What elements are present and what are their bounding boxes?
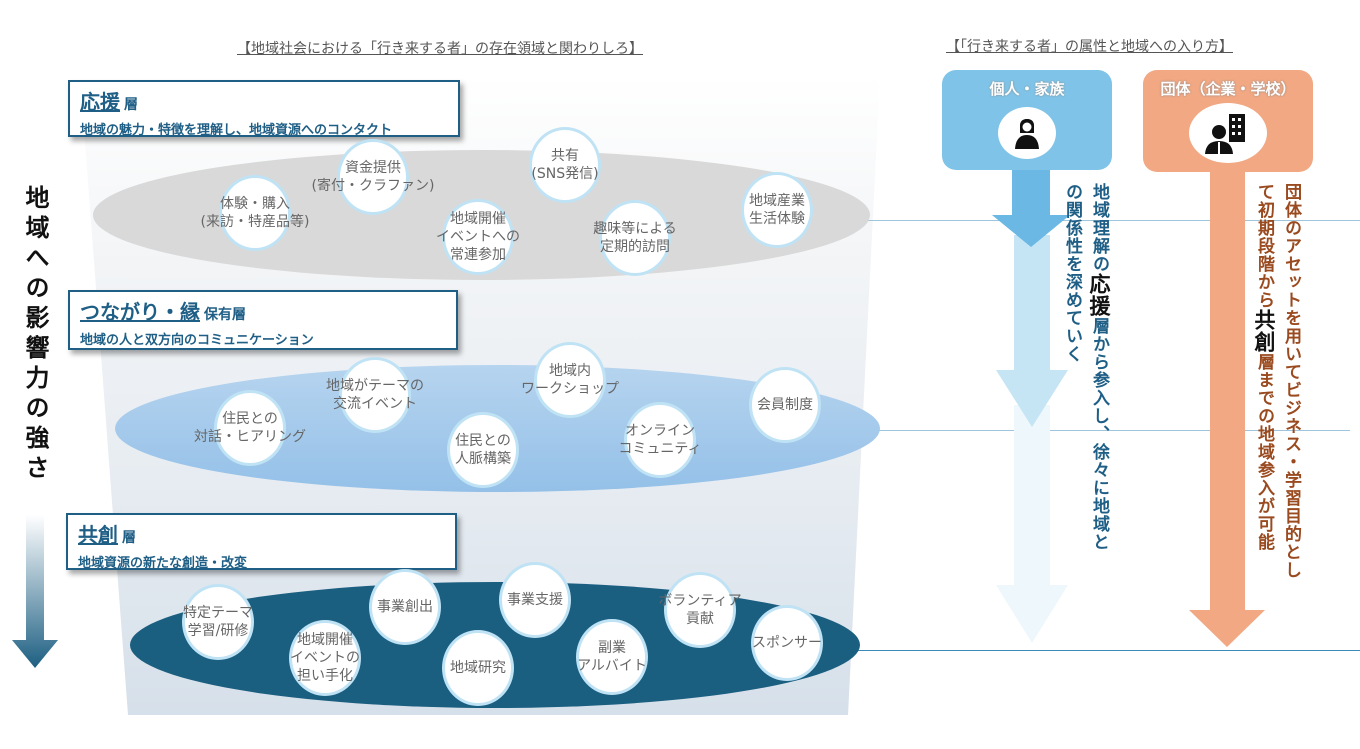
activity-label: 体験・購入 (来訪・特産品等) [200, 195, 310, 230]
activity-label: 住民との 対話・ヒアリング [194, 410, 306, 445]
activity-circle: 特定テーマ 学習/研修 [182, 584, 254, 660]
layer-label-cocreation: 共創層 地域資源の新たな創造・改変 [66, 513, 457, 571]
activity-label: 地域開催 イベントへの 常連参加 [436, 210, 520, 264]
activity-label: 地域開催 イベントの 担い手化 [290, 631, 360, 685]
layer-label-connection: つながり・縁保有層 地域の人と双方向のコミュニケーション [68, 290, 458, 350]
activity-label: 資金提供 (寄付・クラファン) [311, 159, 435, 194]
activity-circle: 地域内 ワークショップ [521, 342, 619, 418]
activity-circle: 事業創出 [369, 569, 441, 645]
right-title: 【「行き来する者」の属性と地域への入り方】 [946, 39, 1233, 55]
activity-label: 特定テーマ 学習/研修 [183, 604, 253, 639]
activity-circle: 住民との 対話・ヒアリング [194, 390, 306, 466]
activity-circle: 地域産業 生活体験 [741, 172, 813, 248]
activity-label: 地域研究 [450, 659, 506, 676]
activity-circle: 地域がテーマの 交流イベント [326, 357, 424, 433]
activity-label: 事業創出 [377, 598, 433, 615]
layer-subtitle: 地域の人と双方向のコミュニケーション [80, 333, 314, 348]
activity-label: 趣味等による 定期的訪問 [593, 220, 677, 255]
influence-arrow-icon [12, 515, 58, 668]
activity-circle: 副業 アルバイト [576, 619, 648, 695]
activity-circle: オンライン コミュニティ [618, 402, 702, 478]
divider-line [860, 220, 1360, 221]
attribute-title: 個人・家族 [989, 80, 1065, 98]
divider-line [850, 650, 1360, 651]
divider-line [860, 430, 1350, 431]
desc-text: の関係性を深めていく [1062, 183, 1082, 363]
desc-emphasis: 応援 [1087, 273, 1111, 317]
layer-title: つながり・縁 [80, 300, 200, 324]
activity-circle: 住民との 人脈構築 [447, 412, 519, 488]
layer-label-support: 応援層 地域の魅力・特徴を理解し、地域資源へのコンタクト [68, 80, 460, 138]
activity-label: オンライン コミュニティ [618, 422, 702, 457]
desc-text: 層から参入し、徐々に地域と [1089, 317, 1109, 551]
desc-text: 団体のアセットを用いてビジネス・学習目的とし [1281, 183, 1301, 579]
individual-arrow-icon [992, 165, 1070, 643]
activity-label: 副業 アルバイト [577, 639, 647, 674]
activity-label: 事業支援 [507, 591, 563, 608]
activity-label: 共有 (SNS発信) [531, 147, 599, 182]
attribute-title: 団体（企業・学校） [1160, 80, 1296, 98]
activity-circle: 会員制度 [749, 367, 821, 443]
activity-label: 住民との 人脈構築 [455, 432, 511, 467]
activity-circle: 共有 (SNS発信) [529, 127, 601, 203]
individual-description: 地域理解の応援層から参入し、徐々に地域との関係性を深めていく [1058, 183, 1112, 623]
activity-circle: スポンサー [751, 605, 823, 681]
activity-label: 地域がテーマの 交流イベント [326, 377, 424, 412]
layer-suffix: 層 [124, 97, 138, 113]
activity-circle: 体験・購入 (来訪・特産品等) [201, 175, 309, 251]
activity-label: 地域産業 生活体験 [749, 192, 805, 227]
left-title: 【地域社会における「行き来する者」の存在領域と関わりしろ】 [237, 41, 643, 57]
activity-circle: 地域研究 [442, 630, 514, 706]
layer-suffix: 保有層 [204, 307, 246, 323]
layer-title: 応援 [80, 90, 120, 114]
activity-circle: 地域開催 イベントの 担い手化 [289, 620, 361, 696]
layer-subtitle: 地域の魅力・特徴を理解し、地域資源へのコンタクト [80, 123, 393, 138]
activity-label: ボランティア 貢献 [658, 592, 742, 627]
desc-emphasis: 共創 [1252, 309, 1276, 353]
attribute-card-individual: 個人・家族 [942, 70, 1112, 170]
person-icon [998, 107, 1056, 159]
layer-subtitle: 地域資源の新たな創造・改変 [78, 556, 248, 571]
activity-label: 会員制度 [757, 396, 813, 413]
desc-text: 地域理解の [1089, 183, 1109, 273]
organization-arrow-icon [1189, 170, 1265, 647]
desc-text: て初期段階から [1254, 183, 1274, 309]
desc-text: 層までの地域参入が可能 [1254, 353, 1274, 551]
activity-label: スポンサー [752, 634, 822, 651]
activity-circle: 事業支援 [499, 562, 571, 638]
organization-description: 団体のアセットを用いてビジネス・学習目的として初期段階から共創層までの地域参入が… [1250, 183, 1304, 623]
activity-circle: ボランティア 貢献 [658, 572, 742, 648]
influence-axis-label: 地域への影響力の強さ [21, 185, 49, 485]
activity-circle: 趣味等による 定期的訪問 [593, 200, 677, 276]
attribute-card-organization: 団体（企業・学校） [1143, 70, 1313, 172]
activity-circle: 資金提供 (寄付・クラファン) [312, 139, 434, 215]
layer-suffix: 層 [122, 530, 136, 546]
activity-label: 地域内 ワークショップ [521, 362, 619, 397]
layer-title: 共創 [78, 523, 118, 547]
activity-circle: 地域開催 イベントへの 常連参加 [436, 199, 520, 275]
businessperson-building-icon [1189, 103, 1267, 163]
